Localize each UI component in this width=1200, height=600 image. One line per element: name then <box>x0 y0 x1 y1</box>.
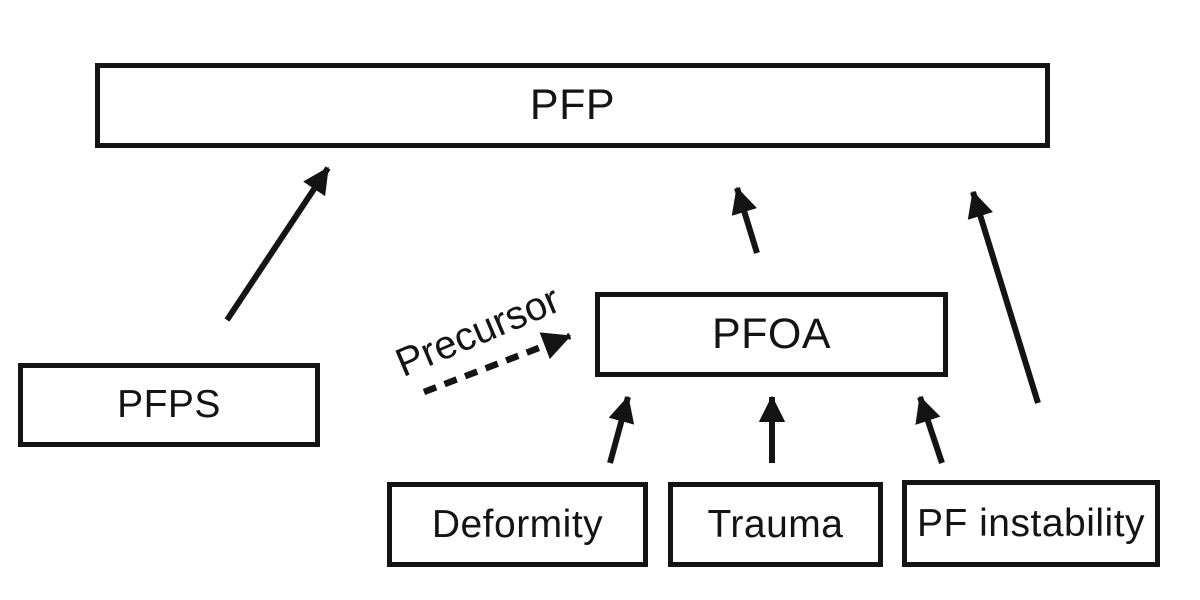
node-pfp-label: PFP <box>529 81 616 129</box>
node-trauma: Trauma <box>668 482 883 567</box>
node-pfoa-label: PFOA <box>711 310 832 358</box>
node-deformity-label: Deformity <box>431 502 604 546</box>
node-pfoa: PFOA <box>595 292 948 377</box>
arrow-pf-instability-to-pfoa <box>915 395 945 464</box>
arrow-pfps-to-pfp <box>224 166 331 322</box>
node-pf-instability: PF instability <box>902 480 1160 567</box>
arrow-pf-instability-to-pfp <box>967 190 1041 404</box>
node-pf-instability-label: PF instability <box>916 501 1146 545</box>
node-pfp: PFP <box>95 63 1050 148</box>
node-pfps-label: PFPS <box>117 383 221 426</box>
arrow-pfoa-to-pfp <box>731 186 760 254</box>
node-pfps: PFPS <box>18 363 320 447</box>
node-trauma-label: Trauma <box>707 502 844 546</box>
node-deformity: Deformity <box>387 482 648 567</box>
dashed-arrow-precursor-pfps-to-pfoa <box>422 332 572 396</box>
arrow-deformity-to-pfoa <box>607 395 635 464</box>
